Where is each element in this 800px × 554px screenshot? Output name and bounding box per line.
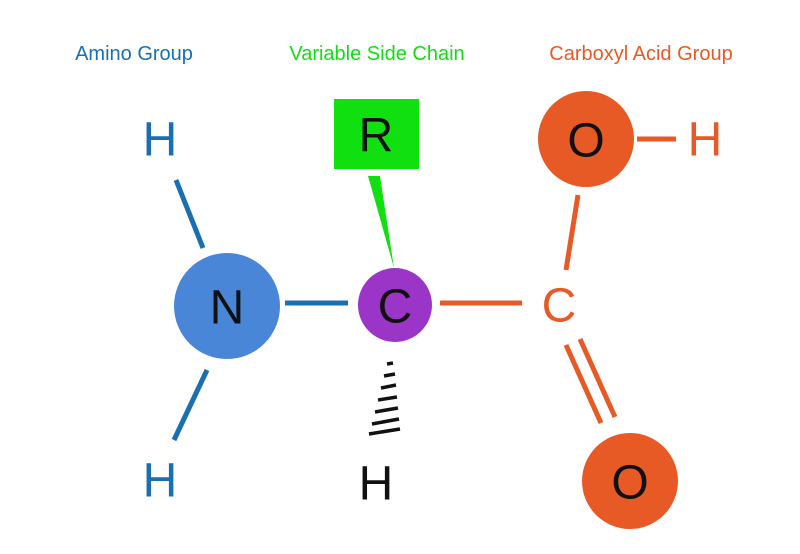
alpha-hydrogen: H (359, 458, 394, 511)
bond-n-h-bottom (171, 368, 210, 442)
hydroxyl-oxygen-circle (538, 91, 634, 187)
carbonyl-oxygen-circle (582, 433, 678, 529)
hydroxyl-hydrogen: H (688, 114, 723, 167)
nitrogen-atom: N (210, 282, 245, 335)
side-chain-label: Variable Side Chain (289, 43, 464, 65)
hydroxyl-oxygen-atom: O (567, 115, 604, 168)
r-group-atom: R (359, 110, 394, 163)
carbonyl-double-bond-line-2 (577, 337, 618, 419)
carbonyl-double-bond-line-1 (563, 343, 604, 425)
carboxyl-carbon-atom: C (542, 280, 577, 333)
bond-c-o-hydroxyl (563, 194, 581, 271)
hashed-wedge-bond (368, 361, 401, 436)
bond-n-h-top (173, 179, 206, 249)
r-group-box (334, 99, 419, 169)
alpha-carbon-circle (358, 268, 432, 342)
alpha-carbon-atom: C (378, 281, 413, 334)
carbonyl-oxygen-atom: O (611, 457, 648, 510)
amino-hydrogen-top: H (143, 114, 178, 167)
amino-group-label: Amino Group (75, 43, 193, 65)
nitrogen-circle (174, 253, 280, 359)
amino-hydrogen-bottom: H (143, 455, 178, 508)
side-chain-wedge-bond (368, 176, 394, 268)
carboxyl-group-label: Carboxyl Acid Group (549, 43, 732, 65)
